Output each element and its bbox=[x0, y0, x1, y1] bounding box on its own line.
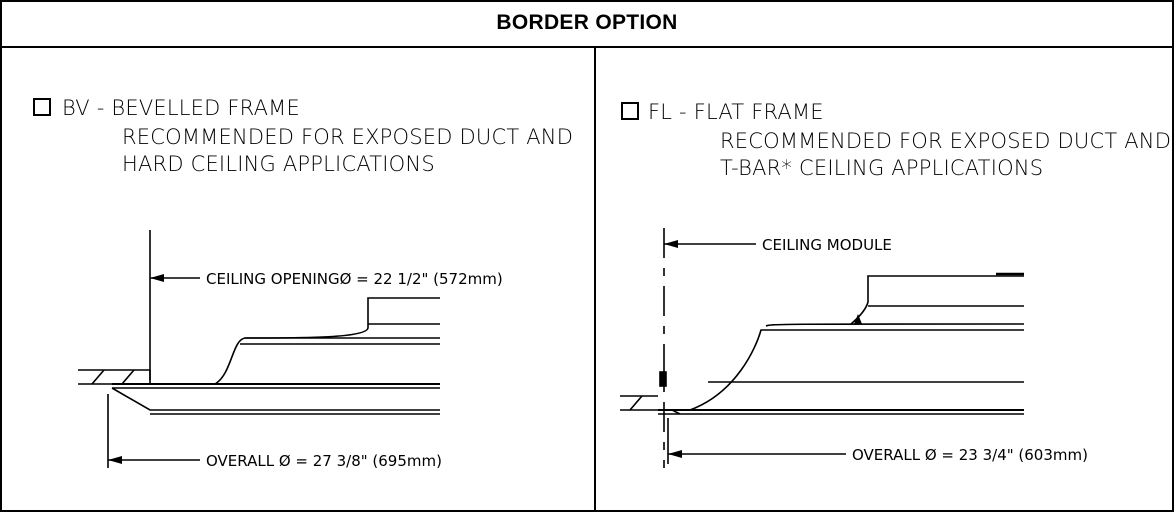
fl-panel: FL - FLAT FRAME RECOMMENDED FOR EXPOSED … bbox=[596, 48, 1174, 512]
bv-overall-dimension: OVERALL Ø = 27 3/8" (695mm) bbox=[206, 452, 442, 470]
bv-profile-drawing: CEILING OPENINGØ = 22 1/2" (572mm) OVERA… bbox=[78, 230, 503, 470]
section-title: BORDER OPTION bbox=[0, 0, 1174, 48]
fl-rivet bbox=[854, 314, 862, 324]
bv-description-line2: HARD CEILING APPLICATIONS bbox=[122, 152, 435, 176]
fl-module-arrowhead bbox=[664, 240, 678, 248]
bv-panel: BV - BEVELLED FRAME RECOMMENDED FOR EXPO… bbox=[0, 48, 594, 512]
bv-overall-arrowhead bbox=[108, 456, 122, 464]
fl-ceiling-module-label: CEILING MODULE bbox=[762, 236, 892, 254]
bv-option-title: BV - BEVELLED FRAME bbox=[62, 96, 300, 120]
fl-tbar-clip bbox=[659, 371, 667, 387]
panel-divider bbox=[594, 48, 596, 512]
bv-description-line1: RECOMMENDED FOR EXPOSED DUCT AND bbox=[122, 125, 574, 149]
fl-description-line2: T-BAR* CEILING APPLICATIONS bbox=[720, 156, 1044, 180]
fl-overall-dimension: OVERALL Ø = 23 3/4" (603mm) bbox=[852, 446, 1088, 464]
fl-option-title: FL - FLAT FRAME bbox=[648, 100, 824, 124]
bv-ceiling-opening-dimension: CEILING OPENINGØ = 22 1/2" (572mm) bbox=[206, 270, 503, 288]
fl-overall-arrowhead bbox=[668, 450, 682, 458]
fl-checkbox[interactable] bbox=[621, 102, 639, 120]
bv-opening-arrowhead bbox=[150, 274, 164, 282]
fl-profile-drawing: CEILING MODULE OVERALL Ø = 23 3/4" (603m… bbox=[620, 228, 1088, 468]
fl-description-line1: RECOMMENDED FOR EXPOSED DUCT AND bbox=[720, 129, 1172, 153]
bv-checkbox[interactable] bbox=[33, 98, 51, 116]
